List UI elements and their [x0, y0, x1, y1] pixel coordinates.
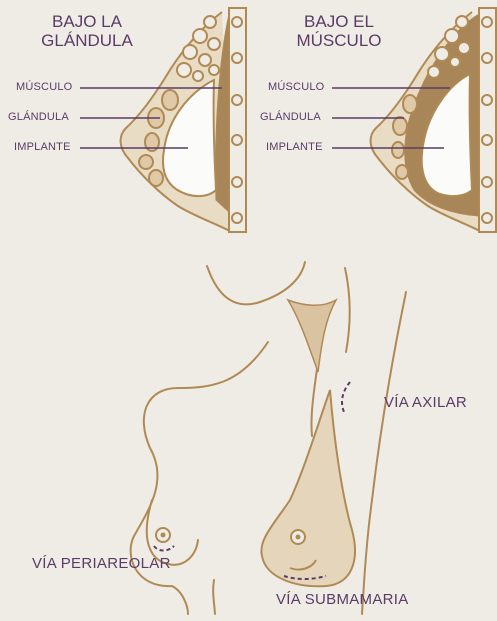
chest-wall-2	[479, 8, 496, 232]
label-muscle-1: MÚSCULO	[16, 81, 72, 93]
left-torso-line	[131, 342, 268, 614]
incision-axillary	[342, 382, 350, 412]
armpit-line	[345, 268, 350, 352]
title-line-2: MÚSCULO	[264, 31, 414, 50]
label-implant-1: IMPLANTE	[14, 141, 71, 153]
chest-wall-1	[229, 8, 246, 232]
title-line-1: BAJO EL	[264, 12, 414, 31]
label-gland-2: GLÁNDULA	[260, 111, 321, 123]
title-line-2: GLÁNDULA	[12, 31, 162, 50]
panel-title-under-gland: BAJO LA GLÁNDULA	[12, 12, 162, 50]
label-axillary: VÍA AXILAR	[384, 395, 467, 412]
label-submammary: VÍA SUBMAMARIA	[276, 592, 409, 609]
right-breast-shaded	[261, 390, 355, 586]
arm-line	[362, 292, 406, 614]
label-periareolar: VÍA PERIAREOLAR	[32, 556, 171, 573]
label-implant-2: IMPLANTE	[266, 141, 323, 153]
right-body-line	[311, 362, 318, 436]
armpit-shadow	[288, 300, 336, 372]
panel-title-under-muscle: BAJO EL MÚSCULO	[264, 12, 414, 50]
incision-periareolar	[154, 546, 174, 551]
right-lower-line	[213, 580, 215, 614]
label-gland-1: GLÁNDULA	[8, 111, 69, 123]
neck-line	[207, 262, 305, 304]
title-line-1: BAJO LA	[12, 12, 162, 31]
label-muscle-2: MÚSCULO	[268, 81, 324, 93]
